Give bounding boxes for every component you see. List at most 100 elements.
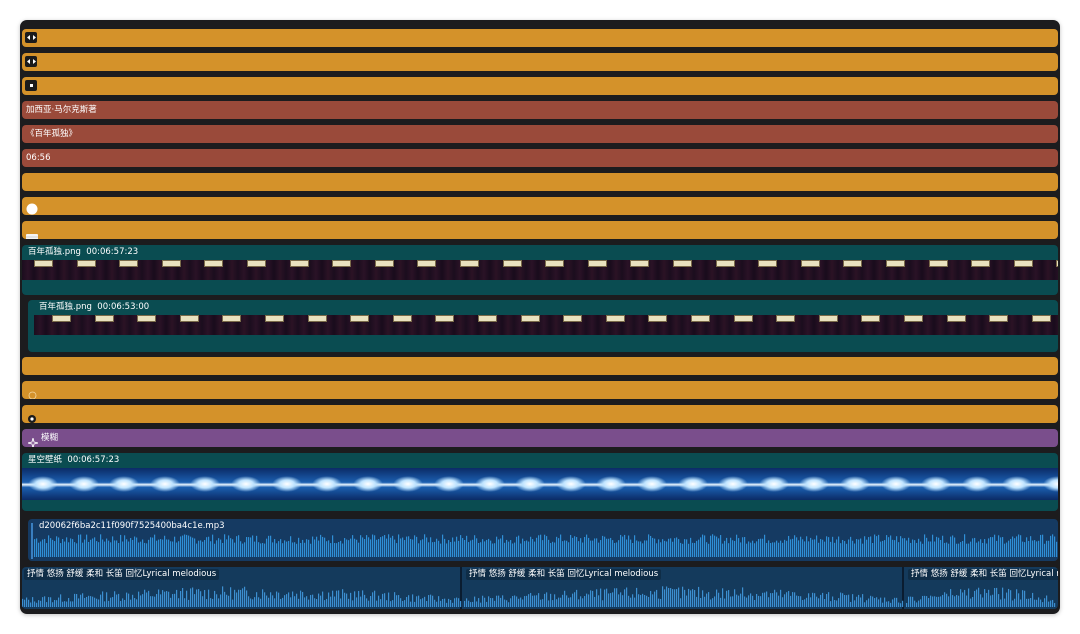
frame-thumbnail	[886, 260, 905, 267]
music-segment-name: 抒情 悠扬 舒缓 柔和 长笛 回忆Lyrical melodious	[466, 569, 662, 580]
author-text: 加西亚·马尔克斯著	[26, 105, 97, 115]
clip-track-9[interactable]	[22, 405, 1058, 423]
frame-thumbnail	[691, 315, 710, 322]
effect-track-blur[interactable]: 模糊	[22, 429, 1058, 447]
starry-duration: 00:06:57:23	[67, 455, 120, 465]
star-glow	[555, 476, 586, 492]
music-waveform	[22, 586, 462, 607]
star-glow	[1043, 476, 1058, 492]
music-segment[interactable]: 抒情 悠扬 舒缓 柔和 长笛 回忆Lyrical melodious	[22, 567, 462, 609]
frame-thumbnail	[392, 315, 412, 322]
clip-track-4[interactable]	[22, 173, 1058, 191]
clip-track-5[interactable]	[22, 197, 1058, 215]
star-glow	[596, 476, 627, 492]
star-glow	[109, 476, 140, 492]
arrows-lr-icon	[25, 56, 37, 67]
video2-label: 百年孤独.png 00:06:53:00	[36, 302, 152, 313]
star-glow	[434, 476, 464, 492]
star-glow	[1002, 476, 1033, 492]
audio-file-name: d20062f6ba2c11f090f7525400ba4c1e.mp3	[39, 521, 225, 531]
starry-filmstrip	[22, 468, 1058, 500]
frame-thumbnail	[94, 315, 114, 322]
frame-thumbnail	[137, 315, 157, 322]
video1-name: 百年孤独.png	[28, 247, 81, 257]
video-track-2[interactable]: 百年孤独.png 00:06:53:00	[28, 300, 1058, 352]
star-glow	[393, 476, 424, 492]
star-glow	[231, 476, 261, 492]
video2-duration: 00:06:53:00	[97, 302, 150, 312]
clip-track-1[interactable]	[22, 29, 1058, 47]
time-text: 06:56	[26, 153, 51, 163]
music-segment-name: 抒情 悠扬 舒缓 柔和 长笛 回忆Lyrical m	[908, 569, 1058, 580]
star-glow	[352, 476, 383, 492]
frame-thumbnail	[374, 260, 394, 267]
star-glow	[840, 476, 870, 492]
frame-thumbnail	[265, 315, 284, 322]
sparkle-icon	[27, 433, 39, 447]
dot-square-icon	[25, 80, 37, 91]
frame-thumbnail	[247, 260, 266, 267]
star-glow	[28, 476, 58, 492]
frame-thumbnail	[289, 260, 309, 267]
music-segment[interactable]: 抒情 悠扬 舒缓 柔和 长笛 回忆Lyrical m	[906, 567, 1058, 609]
frame-thumbnail	[800, 260, 820, 267]
clip-track-8[interactable]	[22, 381, 1058, 399]
circle-icon	[26, 200, 38, 215]
frame-thumbnail	[843, 260, 863, 267]
frame-thumbnail	[76, 260, 96, 267]
frame-thumbnail	[435, 315, 455, 322]
frame-thumbnail	[946, 315, 966, 322]
clip-track-6[interactable]	[22, 221, 1058, 239]
clip-track-2[interactable]	[22, 53, 1058, 71]
filmstrip-1	[22, 260, 1058, 280]
star-glow	[474, 476, 505, 492]
star-glow	[921, 476, 952, 492]
frame-thumbnail	[971, 260, 991, 267]
video1-duration: 00:06:57:23	[86, 247, 139, 257]
video-track-1[interactable]: 百年孤独.png 00:06:57:23	[22, 245, 1058, 295]
frame-thumbnail	[904, 315, 923, 322]
frame-thumbnail	[648, 315, 668, 322]
frame-thumbnail	[733, 315, 753, 322]
frame-thumbnail	[478, 315, 497, 322]
frame-thumbnail	[715, 260, 735, 267]
frame-thumbnail	[630, 260, 650, 267]
audio-track-marker	[31, 523, 33, 559]
frame-thumbnail	[545, 260, 565, 267]
audio-track[interactable]: d20062f6ba2c11f090f7525400ba4c1e.mp3	[28, 519, 1058, 561]
star-glow	[880, 476, 911, 492]
text-track-author[interactable]: 加西亚·马尔克斯著	[22, 101, 1058, 119]
frame-thumbnail	[758, 260, 778, 267]
frame-thumbnail	[605, 315, 625, 322]
text-track-book[interactable]: 《百年孤独》	[22, 125, 1058, 143]
frame-thumbnail	[179, 315, 199, 322]
frame-thumbnail	[307, 315, 327, 322]
star-glow	[149, 476, 180, 492]
music-track[interactable]: 抒情 悠扬 舒缓 柔和 长笛 回忆Lyrical melodious 抒情 悠扬 …	[22, 567, 1058, 609]
frame-thumbnail	[332, 260, 352, 267]
frame-thumbnail	[161, 260, 181, 267]
timeline-panel: 加西亚·马尔克斯著 《百年孤独》 06:56 百年孤独.png 00:06:57…	[20, 20, 1060, 614]
video-track-starry[interactable]: 星空壁纸 00:06:57:23	[22, 453, 1058, 511]
blur-effect-label: 模糊	[41, 433, 59, 443]
text-track-time[interactable]: 06:56	[22, 149, 1058, 167]
book-title-text: 《百年孤独》	[26, 129, 78, 139]
filmstrip-2	[34, 315, 1058, 335]
starry-label: 星空壁纸 00:06:57:23	[25, 455, 122, 466]
clip-track-7[interactable]	[22, 357, 1058, 375]
music-segment-name: 抒情 悠扬 舒缓 柔和 长笛 回忆Lyrical melodious	[24, 569, 220, 580]
frame-thumbnail	[52, 315, 71, 322]
video1-label: 百年孤独.png 00:06:57:23	[25, 247, 141, 258]
frame-thumbnail	[1013, 260, 1033, 267]
face-icon	[28, 385, 37, 399]
frame-thumbnail	[1031, 315, 1051, 322]
music-waveform	[464, 586, 904, 607]
arrows-lr-icon	[25, 32, 37, 43]
clip-track-3[interactable]	[22, 77, 1058, 95]
music-segment[interactable]: 抒情 悠扬 舒缓 柔和 长笛 回忆Lyrical melodious	[464, 567, 904, 609]
frame-thumbnail	[563, 315, 583, 322]
frame-thumbnail	[776, 315, 796, 322]
frame-thumbnail	[928, 260, 948, 267]
frame-thumbnail	[818, 315, 838, 322]
frame-thumbnail	[417, 260, 437, 267]
